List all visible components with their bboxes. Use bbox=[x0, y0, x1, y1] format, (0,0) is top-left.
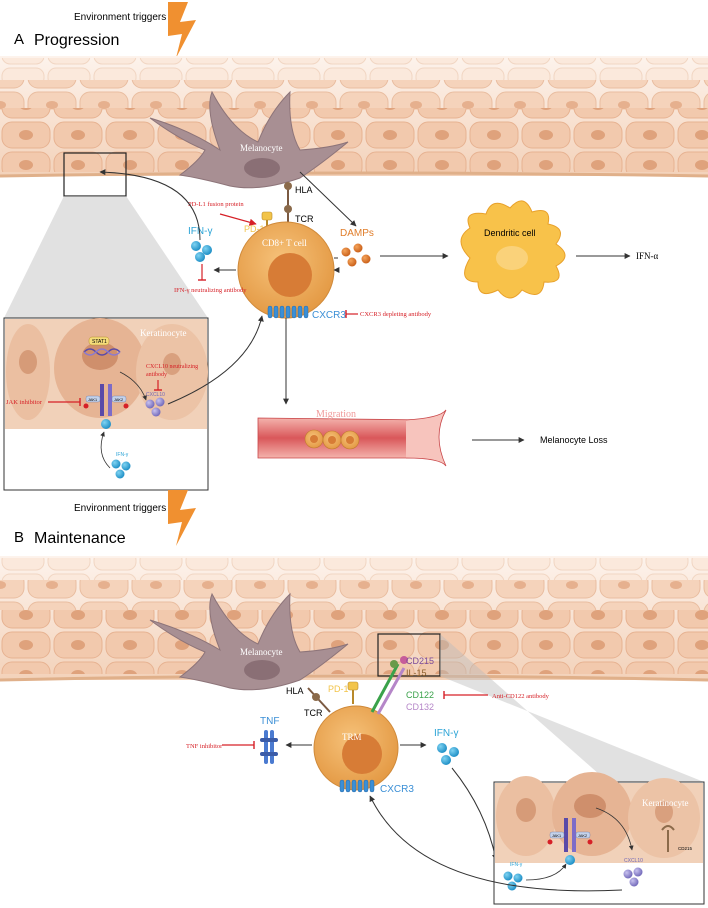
pdl1-fusion-label: PD-L1 fusion protein bbox=[188, 201, 244, 208]
cxcr3-label-b: CXCR3 bbox=[380, 784, 414, 795]
hla-label-b: HLA bbox=[286, 686, 304, 696]
cd132-label: CD132 bbox=[406, 702, 434, 712]
cd215-small-label: CD215 bbox=[678, 846, 693, 851]
trm-label: TRM bbox=[342, 732, 362, 742]
basement-membrane-b bbox=[0, 674, 708, 682]
lightning-icon-b bbox=[168, 490, 196, 546]
melanocyte-loss-label: Melanocyte Loss bbox=[540, 435, 608, 445]
tcr-label-b: TCR bbox=[304, 708, 323, 718]
tnf-inhibitor-label: TNF inhibitor bbox=[186, 743, 223, 750]
pd1-label-b: PD-1 bbox=[328, 684, 349, 694]
keratinocyte-label-a: Keratinocyte bbox=[140, 328, 186, 338]
ifn-gamma-label: IFN-γ bbox=[188, 226, 212, 237]
melanocyte-label-b: Melanocyte bbox=[240, 647, 282, 657]
cxcr3-depleting-label: CXCR3 depleting antibody bbox=[360, 311, 432, 318]
migration-label: Migration bbox=[316, 409, 356, 420]
cd122-label: CD122 bbox=[406, 690, 434, 700]
jak-inhibitor-label: JAK inhibitor bbox=[6, 399, 43, 406]
cxcl10-label-a: CXCL10 bbox=[146, 392, 165, 398]
dna-icon bbox=[83, 348, 121, 356]
panel-a-title: Progression bbox=[34, 32, 119, 49]
pd1-label: PD-1 bbox=[244, 224, 265, 234]
cxcr3-receptor-b bbox=[339, 779, 375, 793]
stat1-label: STAT1 bbox=[92, 339, 107, 345]
panel-b: Environment triggers B Maintenance Melan… bbox=[0, 490, 708, 905]
tnf-label: TNF bbox=[260, 716, 279, 727]
melanocyte-label: Melanocyte bbox=[240, 143, 282, 153]
jak1-label-a: JAK1 bbox=[88, 398, 97, 402]
panel-a: Environment triggers A Progression Melan… bbox=[0, 2, 708, 491]
pd1-receptor bbox=[261, 211, 273, 221]
panel-b-letter: B bbox=[14, 529, 24, 546]
skin-zoom-box-b bbox=[377, 633, 441, 677]
ifn-gamma-neutralizing-label: IFN-γ neutralizing antibody bbox=[174, 287, 247, 294]
environment-triggers-label-b: Environment triggers bbox=[74, 503, 166, 514]
ifn-alpha-label: IFN-α bbox=[636, 251, 658, 261]
environment-triggers-label: Environment triggers bbox=[74, 12, 166, 23]
cxcl10-label-b: CXCL10 bbox=[624, 858, 643, 864]
melanocyte-cell-b bbox=[149, 592, 349, 691]
cd215-label: CD215 bbox=[406, 656, 434, 666]
jak2-label-b: JAK2 bbox=[578, 834, 587, 838]
melanocyte-cell bbox=[149, 90, 349, 189]
cxcr3-receptor-a bbox=[267, 305, 309, 319]
cxcr3-label: CXCR3 bbox=[312, 310, 346, 321]
il15-label: IL-15 bbox=[406, 668, 427, 678]
panel-b-title: Maintenance bbox=[34, 530, 126, 547]
zoom-cone bbox=[4, 196, 208, 318]
tcr-label: TCR bbox=[295, 214, 314, 224]
jak2-label-a: JAK2 bbox=[114, 398, 123, 402]
dendritic-cell-label: Dendritic cell bbox=[484, 228, 536, 238]
cd8-t-cell-label: CD8+ T cell bbox=[262, 238, 307, 248]
damps-label: DAMPs bbox=[340, 228, 374, 239]
inset-ifn-gamma-label-b: IFN-γ bbox=[510, 862, 523, 868]
cxcl10-neutralizing-label-2: antibody bbox=[146, 372, 167, 378]
stat1-box bbox=[88, 336, 110, 346]
jak1-label-b: JAK1 bbox=[552, 834, 561, 838]
cxcl10-neutralizing-label-1: CXCL10 neutralizing bbox=[146, 364, 198, 370]
keratinocyte-label-b: Keratinocyte bbox=[642, 798, 688, 808]
hla-label: HLA bbox=[295, 185, 313, 195]
ifn-gamma-label-b: IFN-γ bbox=[434, 728, 458, 739]
inset-ifn-gamma-label-a: IFN-γ bbox=[116, 452, 129, 458]
panel-a-letter: A bbox=[14, 31, 24, 48]
lightning-icon bbox=[168, 2, 196, 58]
anti-cd122-label: Anti-CD122 antibody bbox=[492, 693, 550, 700]
